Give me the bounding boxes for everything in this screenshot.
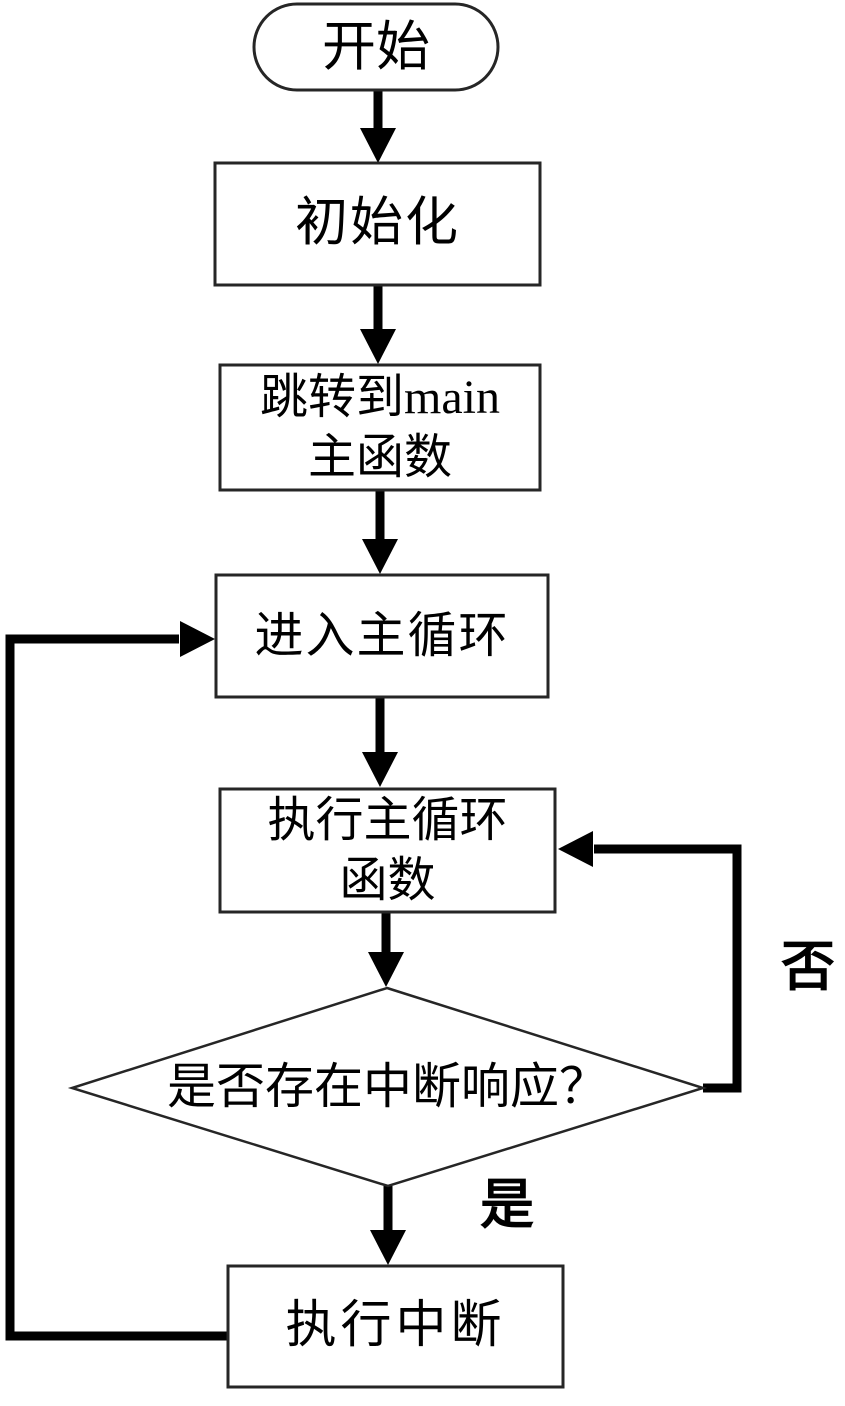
arrowhead-into-interrupt: [370, 1230, 406, 1265]
edge-label-no: 否: [781, 936, 835, 997]
arrowhead-no-loop: [558, 831, 593, 867]
node-interrupt-shape: [226, 1264, 565, 1389]
node-exec-loop-label: 执行主循环 函数: [267, 793, 508, 907]
node-init-shape: [213, 161, 542, 287]
node-init-label: 初始化: [295, 194, 460, 253]
arrowhead-into-enter: [362, 539, 398, 574]
arrowhead-into-exec: [362, 752, 398, 787]
node-enter-loop-label: 进入主循环: [254, 607, 510, 663]
arrowhead-into-jump: [360, 329, 396, 364]
arrowhead-into-decision: [368, 952, 404, 987]
node-decision-shape: [67, 986, 708, 1188]
node-enter-shape: [214, 573, 550, 699]
edge-decision-no-loop: [594, 844, 742, 1093]
node-start-label: 开始: [322, 16, 430, 77]
node-decision-label: 是否存在中断响应？: [166, 1058, 608, 1114]
arrowhead-into-init: [360, 128, 396, 163]
node-jump-shape: [218, 363, 542, 492]
node-jump-main-label: 跳转到main 主函数: [260, 370, 500, 484]
edge-interrupt-loop: [5, 634, 228, 1341]
arrowhead-enter-loop: [180, 621, 215, 657]
node-start-shape: [252, 2, 500, 92]
edge-label-yes: 是: [480, 1174, 534, 1235]
node-interrupt-label: 执行中断: [285, 1297, 506, 1354]
node-exec-shape: [218, 787, 557, 914]
